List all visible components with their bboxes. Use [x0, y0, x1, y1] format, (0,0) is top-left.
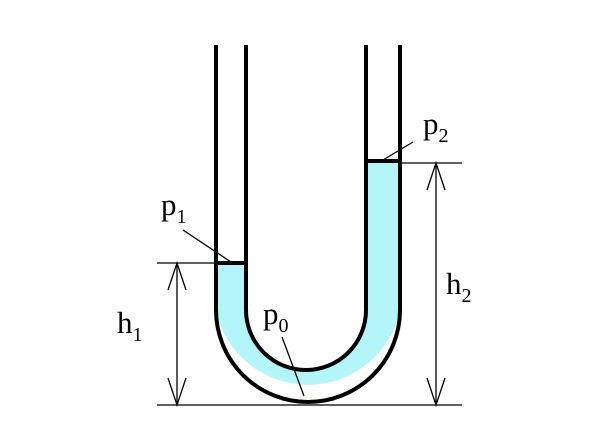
reference-lines: [157, 162, 462, 406]
leader-lines: [182, 141, 414, 397]
tube-outer-wall: [214, 45, 402, 404]
label-h1: h1: [117, 305, 143, 346]
liquid-column: [216, 163, 400, 385]
label-p2: p2: [423, 106, 449, 147]
tube-inner-wall: [244, 45, 368, 372]
p1-leader: [182, 229, 232, 263]
h1-dimension-arrow: [167, 260, 187, 408]
label-p0: p0: [263, 296, 289, 337]
label-p1: p1: [161, 187, 187, 228]
label-h2: h2: [446, 266, 472, 307]
u-tube: [214, 45, 402, 404]
p0-leader: [281, 336, 305, 397]
h2-dimension-arrow: [426, 160, 446, 408]
p2-leader: [382, 141, 414, 161]
